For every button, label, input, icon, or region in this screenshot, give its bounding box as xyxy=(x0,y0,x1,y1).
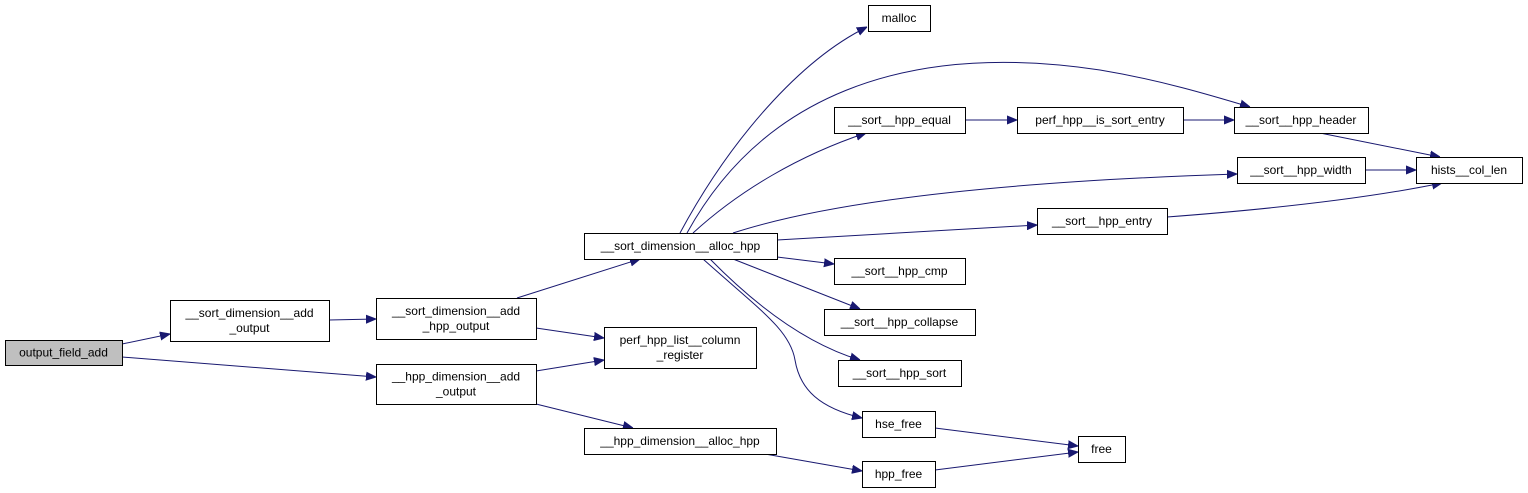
node-sort-hpp-collapse[interactable]: __sort__hpp_collapse xyxy=(824,309,976,336)
node-label: _output xyxy=(435,385,477,399)
node-box xyxy=(1234,107,1369,134)
node-hpp-dim-alloc-hpp[interactable]: __hpp_dimension__alloc_hpp xyxy=(584,428,777,455)
node-sort-hpp-cmp[interactable]: __sort__hpp_cmp xyxy=(834,258,966,285)
edge-sort-dim-add-hpp-output-to-column-register xyxy=(535,327,604,338)
node-sort-dim-add-output[interactable]: __sort_dimension__add_output xyxy=(170,300,330,342)
node-box xyxy=(1416,157,1523,184)
edge-sort-hpp-entry-to-hists-col-len xyxy=(1166,183,1442,218)
node-label: _register xyxy=(656,348,704,362)
edge-alloc-hpp-to-sort-hpp-entry xyxy=(776,225,1037,241)
edge-alloc-hpp-to-sort-hpp-header xyxy=(686,61,1250,234)
node-label: __sort__hpp_sort xyxy=(852,366,947,380)
edge-alloc-hpp-to-sort-hpp-collapse xyxy=(732,258,860,309)
node-box xyxy=(376,364,537,405)
node-label: __sort__hpp_equal xyxy=(847,113,951,127)
node-box xyxy=(834,258,966,285)
node-sort-dim-alloc-hpp[interactable]: __sort_dimension__alloc_hpp xyxy=(584,233,778,260)
edge-hse-free-to-free xyxy=(934,427,1078,446)
node-box xyxy=(376,298,537,340)
edge-hpp-dim-alloc-hpp-to-hpp-free xyxy=(764,453,862,471)
node-label: _output xyxy=(228,321,270,335)
node-output-field-add[interactable]: output_field_add xyxy=(5,340,123,366)
node-label: output_field_add xyxy=(19,346,108,360)
node-malloc[interactable]: malloc xyxy=(868,5,931,32)
node-box xyxy=(5,340,123,366)
node-label: __sort__hpp_header xyxy=(1245,113,1357,127)
edge-alloc-hpp-to-sort-hpp-width xyxy=(732,174,1237,234)
node-label: __hpp_dimension__add xyxy=(391,370,520,384)
node-box xyxy=(170,300,330,342)
node-label: _hpp_output xyxy=(422,319,490,333)
node-label: hists__col_len xyxy=(1431,163,1507,177)
node-label: __sort_dimension__add xyxy=(184,306,313,320)
node-label: hse_free xyxy=(875,417,922,431)
node-box xyxy=(862,411,936,438)
node-label: hpp_free xyxy=(875,467,923,481)
node-hpp-dim-add-output[interactable]: __hpp_dimension__add_output xyxy=(376,364,537,405)
node-label: free xyxy=(1091,442,1112,456)
edge-alloc-hpp-to-sort-hpp-sort xyxy=(709,258,860,360)
edge-hpp-dim-add-output-to-column-register xyxy=(535,360,604,372)
node-label: __sort_dimension__add xyxy=(391,304,520,318)
node-perf-hpp-is-sort-entry[interactable]: perf_hpp__is_sort_entry xyxy=(1017,107,1184,134)
node-box xyxy=(584,233,778,260)
edge-hpp-dim-add-output-to-hpp-dim-alloc-hpp xyxy=(535,403,633,428)
node-box xyxy=(824,309,976,336)
node-box xyxy=(862,461,936,488)
node-label: __sort_dimension__alloc_hpp xyxy=(600,239,761,253)
node-box xyxy=(584,428,777,455)
node-label: perf_hpp__is_sort_entry xyxy=(1035,113,1164,127)
node-box xyxy=(1037,208,1168,235)
node-hse-free[interactable]: hse_free xyxy=(862,411,936,438)
node-box xyxy=(1017,107,1184,134)
node-sort-hpp-entry[interactable]: __sort__hpp_entry xyxy=(1037,208,1168,235)
node-free[interactable]: free xyxy=(1078,436,1126,463)
edge-sort-dim-add-hpp-output-to-sort-dim-alloc-hpp xyxy=(516,259,640,299)
node-label: __sort__hpp_collapse xyxy=(840,315,959,329)
node-sort-hpp-equal[interactable]: __sort__hpp_equal xyxy=(834,107,966,134)
node-sort-hpp-header[interactable]: __sort__hpp_header xyxy=(1234,107,1369,134)
node-label: perf_hpp_list__column xyxy=(620,333,741,347)
edge-alloc-hpp-to-sort-hpp-equal xyxy=(692,133,866,234)
node-label: malloc xyxy=(882,11,917,25)
node-sort-hpp-width[interactable]: __sort__hpp_width xyxy=(1237,157,1366,184)
node-perf-hpp-list-column-register[interactable]: perf_hpp_list__column_register xyxy=(604,327,757,369)
node-sort-hpp-sort[interactable]: __sort__hpp_sort xyxy=(838,360,962,387)
edge-alloc-hpp-to-sort-hpp-cmp xyxy=(776,256,834,264)
node-label: __sort__hpp_width xyxy=(1249,163,1351,177)
node-sort-dim-add-hpp-output[interactable]: __sort_dimension__add_hpp_output xyxy=(376,298,537,340)
edge-alloc-hpp-to-hse-free xyxy=(702,258,862,418)
node-hists-col-len[interactable]: hists__col_len xyxy=(1416,157,1523,184)
node-box xyxy=(1237,157,1366,184)
node-box xyxy=(868,5,931,32)
node-box xyxy=(1078,436,1126,463)
edge-output-field-add-to-sort-dim-add-output xyxy=(121,334,170,345)
node-box xyxy=(838,360,962,387)
edge-output-field-add-to-hpp-dim-add-output xyxy=(121,356,376,377)
edge-sort-dim-add-output-to-sort-dim-add-hpp-output xyxy=(328,319,376,320)
node-label: __sort__hpp_entry xyxy=(1051,214,1152,228)
node-hpp-free[interactable]: hpp_free xyxy=(862,461,936,488)
edge-sort-hpp-header-to-hists-col-len xyxy=(1319,132,1440,157)
node-box xyxy=(604,327,757,369)
node-label: __sort__hpp_cmp xyxy=(850,264,947,278)
edge-hpp-free-to-free xyxy=(934,452,1078,471)
edge-alloc-hpp-to-malloc xyxy=(679,27,867,234)
node-box xyxy=(834,107,966,134)
node-label: __hpp_dimension__alloc_hpp xyxy=(599,434,760,448)
